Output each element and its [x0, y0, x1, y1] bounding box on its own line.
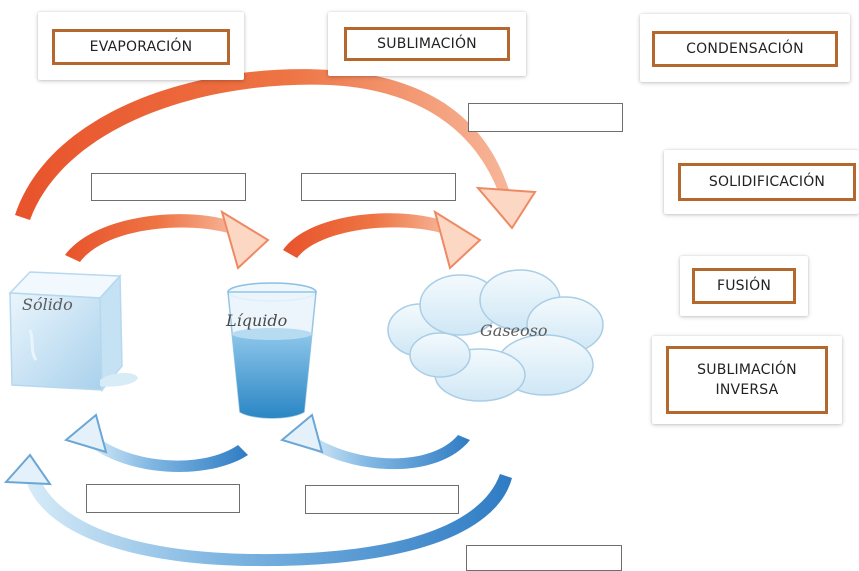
term-condensacion[interactable]: CONDENSACIÓN	[652, 31, 838, 67]
arrow-gas-to-solid	[3, 453, 512, 567]
arrow-solid-to-gas	[15, 69, 537, 230]
term-solidificacion[interactable]: SOLIDIFICACIÓN	[678, 163, 856, 201]
state-label-solido: Sólido	[22, 295, 73, 314]
ice-cube-illustration: Sólido	[8, 271, 138, 393]
answer-box-solid-to-liquid[interactable]	[91, 173, 246, 201]
term-sublimacion-inversa-line1: SUBLIMACIÓN	[697, 361, 797, 378]
answer-box-gas-to-solid[interactable]	[466, 545, 622, 571]
cloud-illustration: Gaseoso	[387, 269, 604, 402]
card-evaporacion[interactable]: EVAPORACIÓN	[38, 12, 244, 80]
term-evaporacion[interactable]: EVAPORACIÓN	[52, 29, 230, 65]
term-sublimacion-inversa[interactable]: SUBLIMACIÓN INVERSA	[666, 346, 828, 414]
arrow-solid-to-liquid	[65, 209, 270, 270]
state-label-gaseoso: Gaseoso	[480, 321, 547, 340]
term-sublimacion[interactable]: SUBLIMACIÓN	[344, 27, 510, 61]
answer-box-gas-to-liquid[interactable]	[305, 485, 459, 514]
arrow-liquid-to-gas	[283, 209, 482, 270]
answer-box-solid-to-gas[interactable]	[468, 103, 623, 132]
answer-box-liquid-to-solid[interactable]	[86, 484, 240, 513]
state-label-liquido: Líquido	[225, 311, 287, 330]
card-sublimacion[interactable]: SUBLIMACIÓN	[328, 12, 526, 76]
card-fusion[interactable]: FUSIÓN	[680, 256, 808, 316]
card-solidificacion[interactable]: SOLIDIFICACIÓN	[664, 150, 859, 214]
arrow-liquid-to-solid	[63, 413, 248, 472]
answer-box-liquid-to-gas[interactable]	[301, 173, 456, 201]
term-sublimacion-inversa-line2: INVERSA	[715, 382, 779, 398]
card-sublimacion-inversa[interactable]: SUBLIMACIÓN INVERSA	[652, 336, 842, 424]
card-condensacion[interactable]: CONDENSACIÓN	[640, 14, 850, 82]
arrow-gas-to-liquid	[279, 413, 470, 470]
term-fusion[interactable]: FUSIÓN	[692, 268, 796, 304]
glass-of-water-illustration: Líquido	[225, 282, 317, 419]
